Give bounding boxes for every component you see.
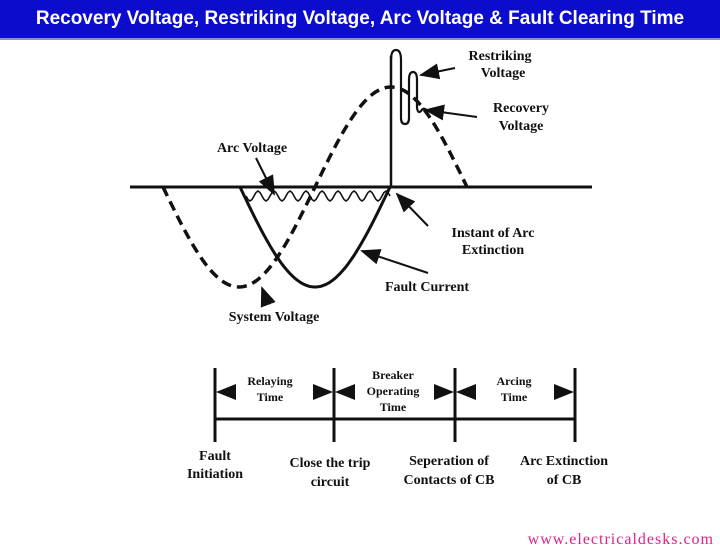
system-voltage-arrow bbox=[260, 286, 276, 308]
svg-text:Arc Voltage: Arc Voltage bbox=[217, 141, 287, 156]
fault-current-wave bbox=[238, 186, 392, 289]
watermark: www.electricaldesks.com bbox=[528, 531, 714, 548]
svg-text:Time: Time bbox=[501, 390, 528, 404]
svg-text:Recovery: Recovery bbox=[493, 101, 549, 116]
svg-text:Restriking: Restriking bbox=[469, 49, 532, 64]
svg-text:Fault Current: Fault Current bbox=[385, 280, 469, 295]
svg-text:System Voltage: System Voltage bbox=[229, 310, 320, 325]
restriking-label-2: Voltage bbox=[481, 66, 526, 81]
breaker-time-1: Breaker bbox=[372, 368, 414, 382]
arcing-time-1: Arcing bbox=[496, 374, 531, 388]
breaker-time-3: Time bbox=[380, 400, 407, 414]
arc-extinction-arrow bbox=[395, 192, 429, 227]
arc-extinction-label-2: Extinction bbox=[462, 243, 524, 258]
event-trip-1: Close the trip bbox=[290, 456, 371, 471]
page-title: Recovery Voltage, Restriking Voltage, Ar… bbox=[0, 0, 720, 40]
svg-text:Fault: Fault bbox=[199, 449, 231, 464]
recovery-label-1: Recovery bbox=[493, 101, 549, 116]
svg-text:Voltage: Voltage bbox=[481, 66, 526, 81]
timeline bbox=[213, 368, 577, 442]
system-voltage-label: System Voltage bbox=[229, 310, 320, 325]
fault-current-arrow bbox=[360, 249, 429, 274]
restriking-voltage-oscillation bbox=[389, 48, 429, 126]
svg-text:www.electricaldesks.com: www.electricaldesks.com bbox=[528, 531, 714, 548]
arc-extinction-label-1: Instant of Arc bbox=[452, 226, 535, 241]
arcing-time-2: Time bbox=[501, 390, 528, 404]
event-extinction-2: of CB bbox=[547, 473, 582, 488]
fault-current-label: Fault Current bbox=[385, 280, 469, 295]
recovery-label-2: Voltage bbox=[499, 119, 544, 134]
svg-text:Initiation: Initiation bbox=[187, 467, 243, 482]
arc-voltage-label: Arc Voltage bbox=[217, 141, 287, 156]
svg-text:Breaker: Breaker bbox=[372, 368, 414, 382]
svg-text:Arcing: Arcing bbox=[496, 374, 531, 388]
svg-text:Voltage: Voltage bbox=[499, 119, 544, 134]
event-fault-1: Fault bbox=[199, 449, 231, 464]
arc-voltage-arrow bbox=[255, 157, 275, 196]
event-extinction-1: Arc Extinction bbox=[520, 454, 608, 469]
svg-text:Relaying: Relaying bbox=[247, 374, 292, 388]
svg-text:of CB: of CB bbox=[547, 473, 582, 488]
relaying-time-1: Relaying bbox=[247, 374, 292, 388]
svg-text:circuit: circuit bbox=[311, 475, 350, 490]
event-separation-2: Contacts of CB bbox=[404, 473, 495, 488]
breaker-time-2: Operating bbox=[367, 384, 420, 398]
recovery-arrow bbox=[424, 104, 478, 121]
svg-text:Close the trip: Close the trip bbox=[290, 456, 371, 471]
arc-voltage-wave bbox=[245, 190, 391, 202]
svg-text:Arc Extinction: Arc Extinction bbox=[520, 454, 608, 469]
event-fault-2: Initiation bbox=[187, 467, 243, 482]
svg-text:Extinction: Extinction bbox=[462, 243, 524, 258]
svg-text:Contacts of CB: Contacts of CB bbox=[404, 473, 495, 488]
relaying-time-2: Time bbox=[257, 390, 284, 404]
svg-text:Operating: Operating bbox=[367, 384, 420, 398]
svg-text:Time: Time bbox=[380, 400, 407, 414]
svg-text:Instant of Arc: Instant of Arc bbox=[452, 226, 535, 241]
restriking-label-1: Restriking bbox=[469, 49, 532, 64]
event-separation-1: Seperation of bbox=[409, 454, 489, 469]
event-trip-2: circuit bbox=[311, 475, 350, 490]
svg-text:Time: Time bbox=[257, 390, 284, 404]
svg-text:Seperation of: Seperation of bbox=[409, 454, 489, 469]
restriking-arrow bbox=[419, 63, 456, 80]
